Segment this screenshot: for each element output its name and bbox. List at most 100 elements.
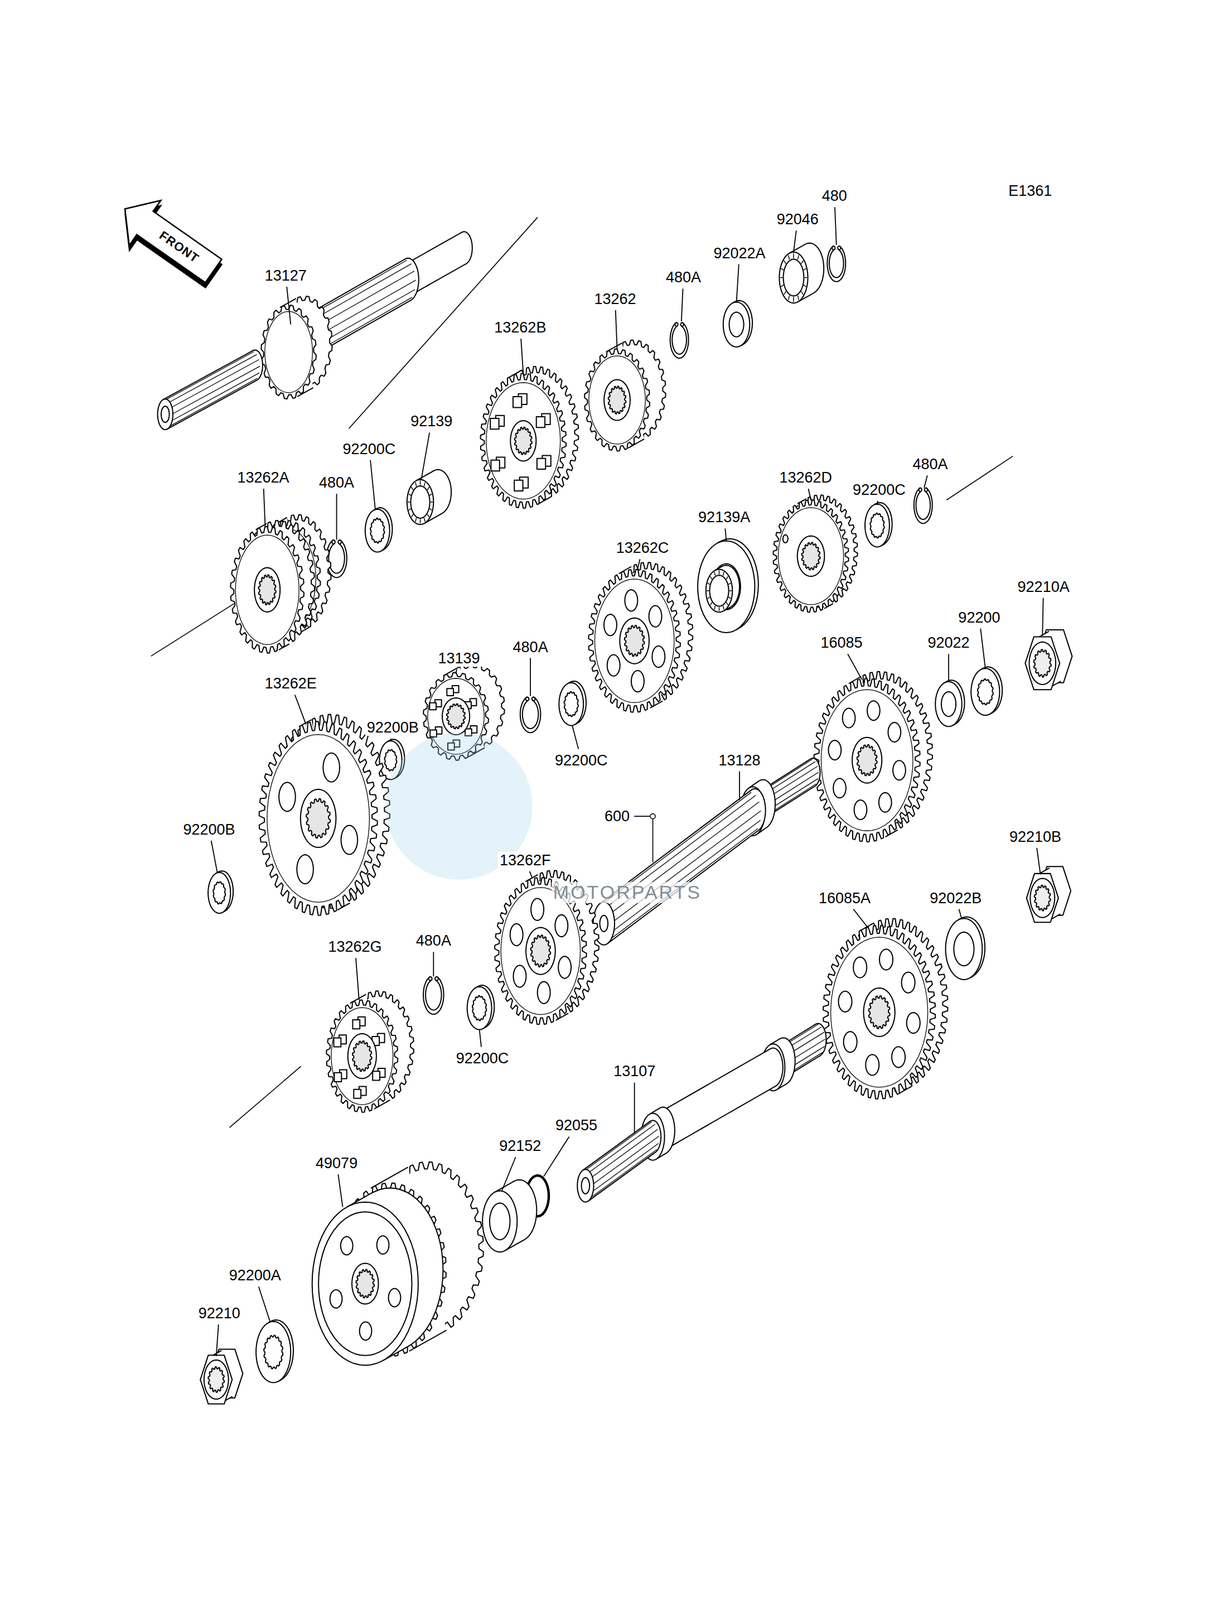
watermark-text: MOTORPARTS bbox=[551, 881, 704, 903]
callout-number: 92055 bbox=[553, 1116, 599, 1134]
needle-roller bbox=[793, 253, 794, 259]
gear-hub bbox=[603, 379, 631, 420]
gear-hub bbox=[254, 567, 280, 612]
spline-bore bbox=[530, 934, 551, 967]
washer-hole bbox=[564, 691, 579, 717]
washer-hole bbox=[370, 518, 385, 544]
washer bbox=[208, 870, 234, 913]
washer bbox=[945, 916, 986, 979]
leader-line bbox=[211, 840, 218, 873]
washer-front bbox=[365, 509, 390, 553]
washer-hole bbox=[728, 312, 744, 337]
spline-line bbox=[169, 354, 257, 402]
washer-front bbox=[935, 681, 963, 727]
gear-root-line bbox=[820, 689, 913, 831]
spline-bore bbox=[514, 427, 533, 455]
gear-front bbox=[584, 349, 650, 452]
callout-number: 13262 bbox=[592, 290, 638, 308]
needle-roller bbox=[781, 284, 784, 287]
circlip-eye bbox=[434, 976, 439, 981]
nut-front bbox=[200, 1354, 232, 1404]
front-arrow-shadow bbox=[109, 191, 230, 299]
leader-line bbox=[263, 488, 266, 527]
gear-hub bbox=[525, 927, 556, 975]
callout-number: 13262D bbox=[777, 469, 834, 486]
washer bbox=[697, 538, 759, 633]
gear bbox=[584, 339, 666, 451]
gear-window bbox=[649, 605, 662, 627]
gear-front bbox=[326, 999, 398, 1112]
shaft-edge bbox=[405, 231, 463, 264]
shaft-section bbox=[157, 349, 263, 430]
dog-front bbox=[334, 1037, 342, 1047]
gear-hole bbox=[865, 1054, 879, 1075]
needle-roller bbox=[797, 254, 799, 260]
callout-number: 92139 bbox=[408, 412, 454, 430]
gear-hole bbox=[887, 722, 901, 742]
needle-roller bbox=[718, 606, 720, 611]
washer bbox=[255, 1319, 294, 1382]
spline-line bbox=[614, 810, 762, 921]
spline-bore bbox=[801, 542, 821, 570]
washer-hole bbox=[977, 678, 994, 705]
nut-front bbox=[1025, 636, 1060, 690]
leader-line bbox=[390, 738, 392, 741]
gear-window bbox=[513, 964, 526, 988]
leader-line bbox=[355, 957, 360, 1000]
gear-front bbox=[814, 678, 921, 842]
oil-hole-dot bbox=[650, 813, 656, 819]
washer-front bbox=[945, 917, 983, 980]
callout-number: 480A bbox=[511, 638, 550, 656]
callout-number: 16085A bbox=[817, 889, 873, 907]
gear-window bbox=[530, 897, 544, 921]
gear bbox=[772, 494, 858, 612]
gear-hole bbox=[853, 956, 867, 978]
shaft-side bbox=[600, 789, 759, 944]
gear-hub bbox=[797, 535, 825, 577]
leader-line bbox=[681, 288, 684, 322]
figure-code: E1361 bbox=[1006, 182, 1054, 200]
leader-line bbox=[948, 653, 950, 682]
axis-guide-line bbox=[151, 601, 238, 656]
needle-roller bbox=[430, 501, 434, 502]
needle-roller bbox=[726, 576, 728, 579]
gear-root-line bbox=[267, 734, 370, 903]
leader-line bbox=[847, 653, 862, 680]
washer bbox=[935, 679, 965, 727]
needle-roller bbox=[804, 277, 807, 278]
shaft-edge bbox=[660, 1048, 771, 1112]
needle-roller bbox=[415, 482, 417, 487]
callout-number: 13262G bbox=[326, 938, 384, 955]
gear bbox=[588, 562, 693, 712]
spline-bore bbox=[352, 1040, 372, 1072]
gear-root-line bbox=[500, 887, 580, 1015]
leader-line bbox=[295, 694, 307, 724]
callout-number: 13128 bbox=[717, 751, 763, 769]
callout-number: 92200B bbox=[365, 718, 421, 736]
washer-front bbox=[970, 668, 1000, 715]
callout-number: 92200C bbox=[851, 481, 908, 499]
leader-line bbox=[793, 230, 797, 253]
needle-roller bbox=[788, 295, 790, 301]
needle-roller bbox=[429, 493, 432, 496]
gear-root-line bbox=[588, 355, 646, 444]
spline-bore bbox=[857, 744, 878, 776]
bearing-bore bbox=[410, 485, 430, 519]
circlip-eye bbox=[428, 976, 433, 981]
gear-root-line bbox=[331, 1007, 394, 1105]
callout-number: 92022B bbox=[927, 889, 984, 907]
dog-front bbox=[372, 1070, 380, 1080]
needle-roller bbox=[411, 514, 414, 517]
drum-hub bbox=[351, 1262, 379, 1304]
circlip-ring bbox=[827, 245, 846, 282]
gear bbox=[814, 671, 933, 842]
needle-roller bbox=[408, 493, 412, 496]
needle-roller bbox=[714, 571, 716, 576]
gear-root-line bbox=[235, 534, 299, 645]
axis-guide-line bbox=[229, 1065, 302, 1128]
drum-gear bbox=[312, 1161, 484, 1365]
spline-bore bbox=[258, 574, 277, 605]
callout-number: 13107 bbox=[611, 1062, 657, 1080]
needle-roller bbox=[423, 517, 425, 522]
